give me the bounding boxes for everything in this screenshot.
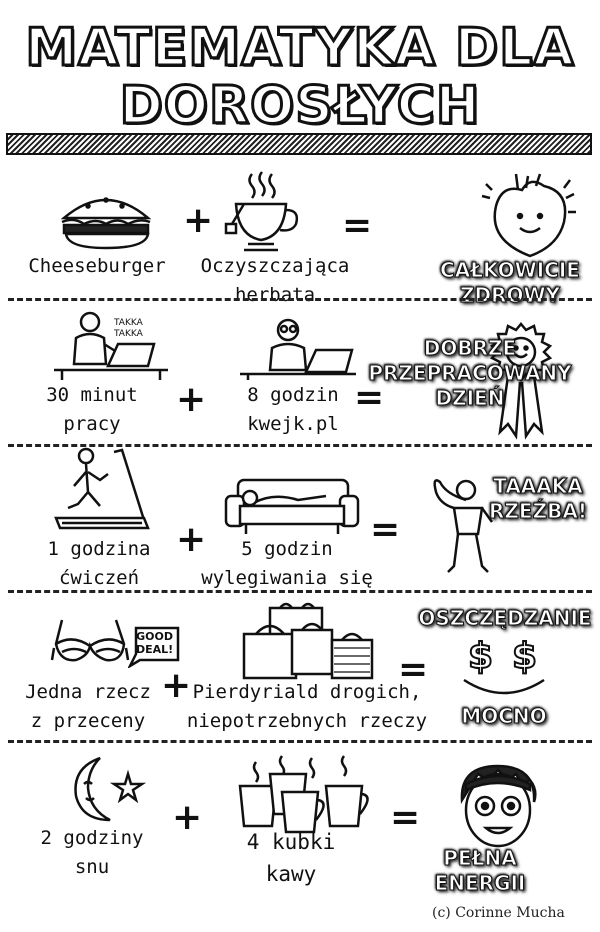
row1-item-a-label: Cheeseburger [28,255,166,277]
row-separator [8,740,592,743]
row5-equals: = [390,797,421,838]
row4-item-b-label: Pierdyriald drogich, niepotrzebnych rzec… [186,681,428,732]
row1-result: CAŁKOWICIE ZDROWY [440,258,581,308]
moon-star-icon [66,754,150,826]
hatched-divider [6,133,592,155]
row2-plus: + [176,379,207,420]
row3-item-a-label: 1 godzina ćwiczeń [47,538,151,589]
row4-result-secondary: MOCNO [461,704,547,729]
row2-result: DOBRZE PRZEPRACOWANY DZIEŃ [368,336,572,411]
cheeseburger-icon [58,190,154,252]
heart-icon [478,170,582,260]
row4-item-a-label: Jedna rzecz z przeceny [25,681,151,732]
row1-item-b-label: Oczyszczająca herbata [200,255,350,306]
row2-item-a-label: 30 minut pracy [46,384,138,435]
row5-result: PEŁNA ENERGII [434,846,526,896]
row5-item-a-label: 2 godziny snu [40,827,144,878]
svg-text:$: $ [512,636,537,677]
tea-cup-icon [222,170,302,256]
row4-equals: = [398,649,429,690]
wide-eyed-face-icon [452,760,544,852]
row2-item-b-label: 8 godzin kwejk.pl [247,384,339,435]
person-working-icon [50,308,176,380]
row4-caption-a: GOOD DEAL! [136,630,174,656]
ribbon-award-icon [486,320,556,440]
coffee-cups-icon [236,752,376,836]
row1-equals: = [342,205,373,246]
muscle-man-icon [426,472,506,578]
row2-equals: = [354,377,385,418]
shopping-bags-icon [240,600,380,682]
row4-result: OSZCZĘDZANIE [418,606,592,631]
page-title-line2: DOROSŁYCH [118,76,481,136]
row5-plus: + [172,797,203,838]
good-deal-speech-bubble [128,624,182,668]
row3-item-b-label: 5 godzin wylegiwania się [201,538,373,589]
row3-equals: = [370,509,401,550]
row4-plus: + [161,665,192,706]
row2-caption-a: TAKKA TAKKA [114,318,143,339]
dollar-face-icon: $ $ [454,628,554,700]
row-separator [8,590,592,593]
page-title-line1: MATEMATYKA DLA [24,18,575,78]
bra-deal-icon [50,616,130,672]
row1-plus: + [183,200,214,241]
row5-item-b-label: 4 kubki kawy [246,830,336,886]
row3-result: TAAAKA RZEŹBA! [489,474,588,524]
treadmill-icon [52,446,152,534]
person-browsing-icon [236,316,360,380]
couch-icon [222,474,362,538]
row-separator [8,444,592,447]
row3-plus: + [176,519,207,560]
row-separator [8,298,592,301]
author-credit: (c) Corinne Mucha [432,905,565,921]
svg-text:$: $ [468,636,493,677]
